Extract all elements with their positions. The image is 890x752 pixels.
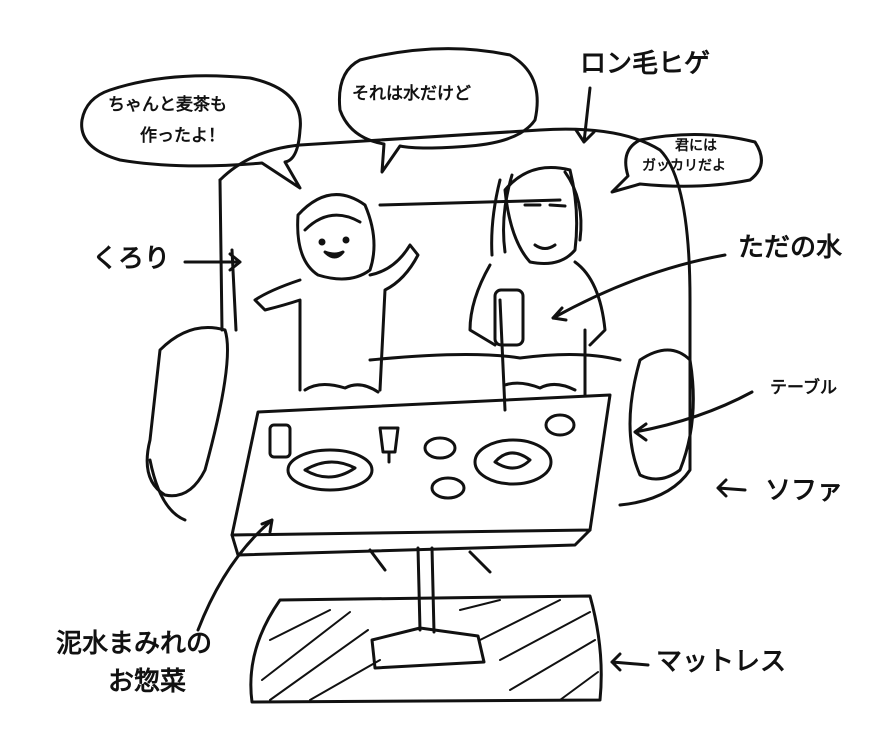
arrow-mattress: [610, 652, 650, 672]
arrow-longhair: [574, 86, 596, 144]
arrow-table: [633, 390, 754, 442]
bowl-middle: [423, 436, 457, 460]
speech-bubble-disappointed: [610, 132, 763, 194]
label-table: テーブル: [770, 378, 837, 398]
speech-water-text: それは水だけど: [352, 84, 471, 104]
sofa-right-arm: [628, 348, 695, 481]
arrow-food: [196, 518, 274, 632]
mattress: [249, 594, 603, 704]
speech-kurori-line2: 作ったよ！: [140, 126, 225, 146]
arrow-plain-water: [551, 253, 727, 322]
table-leg: [416, 546, 436, 634]
label-plain-water: ただの水: [738, 233, 843, 263]
arrow-sofa: [716, 478, 747, 498]
water-cup: [493, 288, 525, 347]
speech-disappointed-line1: 君には: [675, 138, 717, 154]
label-kurori: くろり: [92, 244, 171, 274]
speech-kurori-line1: ちゃんと麦茶も: [108, 95, 227, 115]
label-sofa: ソファ: [765, 476, 844, 506]
speech-disappointed-line2: ガッカリだよ: [642, 158, 726, 174]
plate-left: [286, 448, 374, 492]
bowl-right: [544, 413, 576, 437]
label-longhair: ロン毛ヒゲ: [580, 49, 711, 79]
speech-bubble-water: [337, 47, 539, 174]
glass: [378, 426, 400, 464]
table-base: [370, 626, 486, 670]
plate-right: [473, 438, 553, 486]
arrow-kurori: [183, 252, 242, 272]
sofa-back: [218, 127, 692, 462]
label-food-line1: 泥水まみれの: [56, 629, 213, 659]
speech-bubble-kurori: [80, 74, 302, 190]
longhair-figure: [468, 166, 607, 412]
kurori-figure: [253, 193, 420, 394]
sofa-left-arm: [145, 326, 229, 498]
label-food-line2: お惣菜: [108, 667, 187, 697]
label-mattress: マットレス: [656, 647, 787, 677]
cup-left: [268, 423, 292, 459]
bowl-small: [430, 476, 466, 500]
